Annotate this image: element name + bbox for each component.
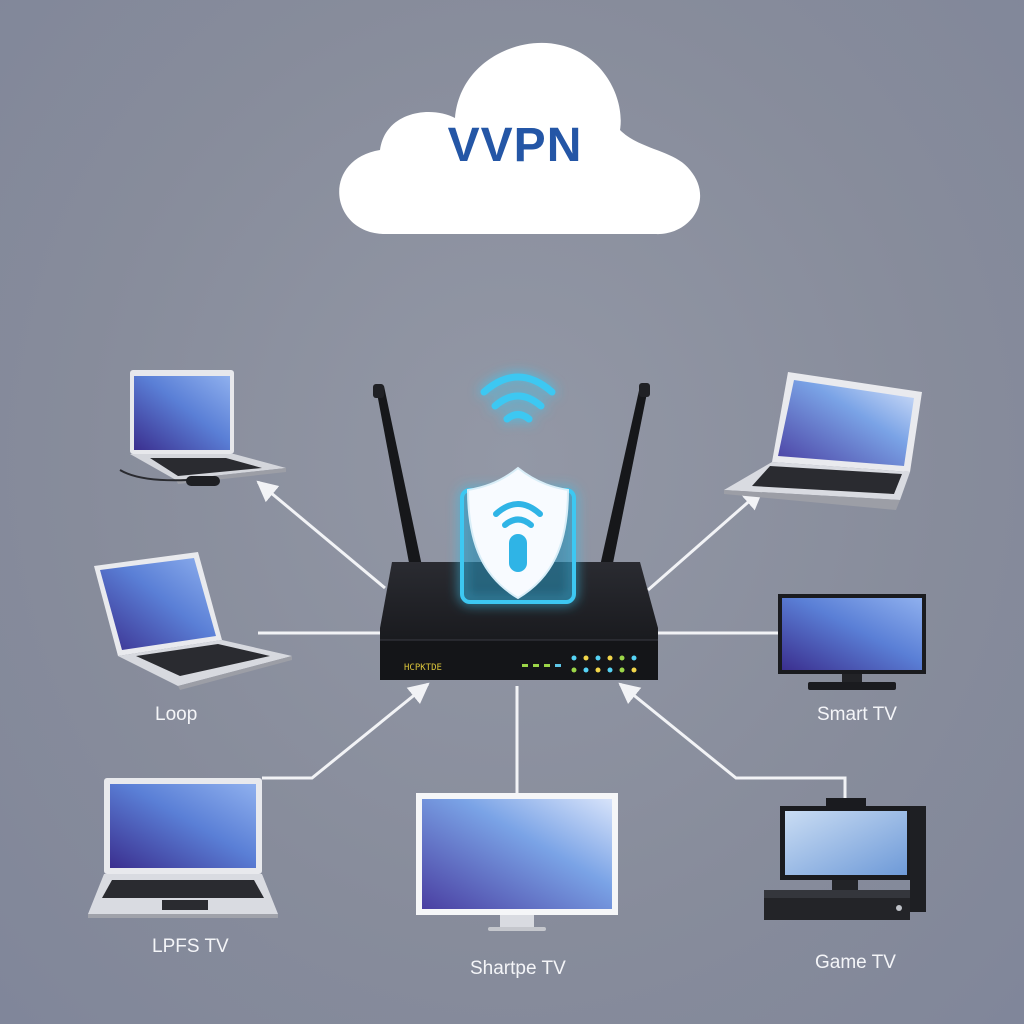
connectors [256,480,847,800]
laptop-icon [119,370,286,486]
wifi-icon [480,373,556,423]
router-front-text: HCPKTDE [404,663,442,673]
laptop-icon [724,372,922,510]
cloud-icon [339,42,701,235]
connector-top-right [647,488,764,592]
monitor-icon [416,793,618,931]
cloud-label: VVPN [447,119,583,172]
connector-top-left [256,480,386,590]
device-label-bottom-center: Shartpe TV [470,958,566,979]
connector-bottom-right [618,682,847,800]
device-label-bottom-right: Game TV [815,952,896,973]
shield-icon [460,466,576,604]
connector-bottom-left [262,682,430,780]
device-label-right-middle: Smart TV [817,704,897,725]
router-icon: HCPKTDE [373,383,658,680]
laptop-icon [88,778,278,918]
desktop-icon [764,798,926,920]
device-label-bottom-left: LPFS TV [152,936,229,957]
monitor-icon [778,594,926,690]
laptop-icon [94,552,292,690]
router-leds [522,655,637,673]
device-label-left-middle: Loop [155,704,198,725]
